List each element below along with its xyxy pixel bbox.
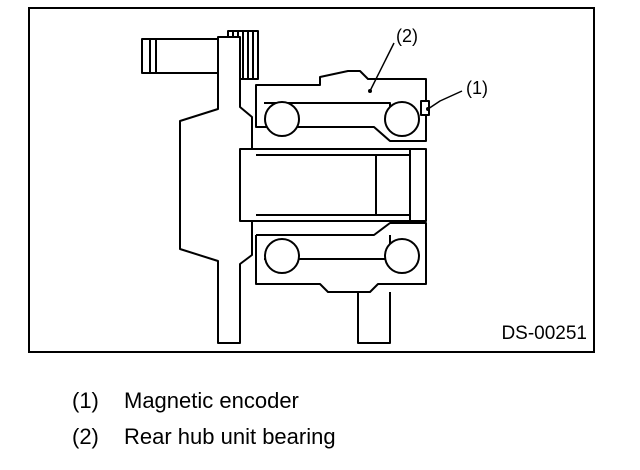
- legend-item: (2) Rear hub unit bearing: [72, 419, 336, 455]
- hub-bore: [239, 148, 427, 222]
- leader-line-2: [369, 42, 395, 92]
- hub-bearing-drawing: [141, 30, 463, 344]
- callout-label-2: (2): [396, 26, 418, 46]
- leader-line-1: [427, 90, 463, 110]
- hub-flange: [179, 36, 253, 344]
- legend-item-label: Rear hub unit bearing: [124, 424, 336, 449]
- diagram-frame: (2) (1) DS-00251: [28, 7, 595, 353]
- figure-id-label: DS-00251: [501, 323, 587, 344]
- legend-item-number: (1): [72, 388, 99, 413]
- bearing-balls: [264, 101, 420, 274]
- legend-item-label: Magnetic encoder: [124, 388, 299, 413]
- callout-label-1: (1): [466, 78, 488, 98]
- legend-item-number: (2): [72, 424, 99, 449]
- legend-item: (1) Magnetic encoder: [72, 383, 336, 419]
- parts-legend: (1) Magnetic encoder (2) Rear hub unit b…: [72, 383, 336, 455]
